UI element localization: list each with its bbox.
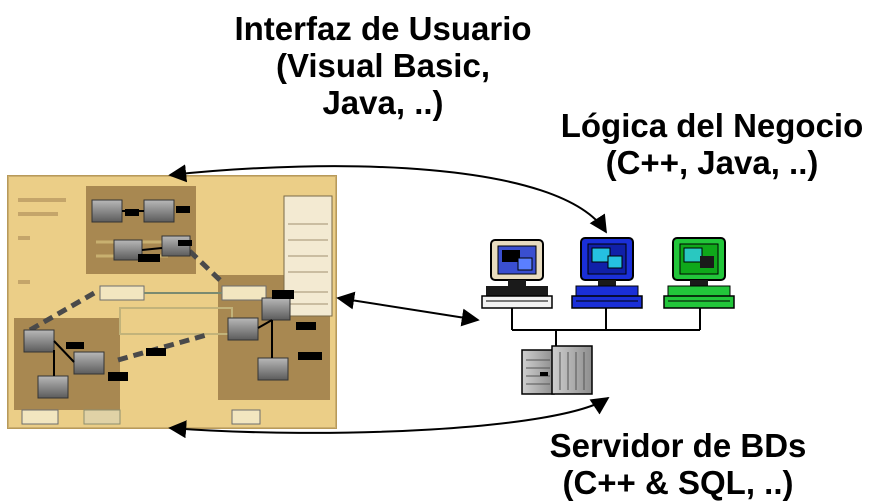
database-label-line-1: Servidor de BDs [549,427,807,464]
ui-label-line-2: (Visual Basic, [275,47,490,84]
arrow-ui-to-workstation [336,291,480,327]
network-lines [511,308,701,348]
workstation-1 [481,239,553,309]
arrows [168,164,610,439]
database-server [521,345,593,395]
workstation-2 [571,237,643,309]
ui-label-line-3: Java, ..) [322,84,444,121]
database-layer-label: Servidor de BDs (C++ & SQL, ..) [500,427,856,501]
arrow-ui-to-database [168,397,610,439]
database-label-line-2: (C++ & SQL, ..) [562,464,794,501]
ui-layer-label: Interfaz de Usuario (Visual Basic, Java,… [188,10,578,121]
ui-label-line-1: Interfaz de Usuario [234,10,532,47]
workstation-3 [663,237,735,309]
business-label-line-1: Lógica del Negocio [560,107,864,144]
arrow-ui-to-business [168,164,607,234]
business-layer-label: Lógica del Negocio (C++, Java, ..) [536,107,888,181]
business-label-line-2: (C++, Java, ..) [605,144,819,181]
ui-screenshot [7,175,337,429]
